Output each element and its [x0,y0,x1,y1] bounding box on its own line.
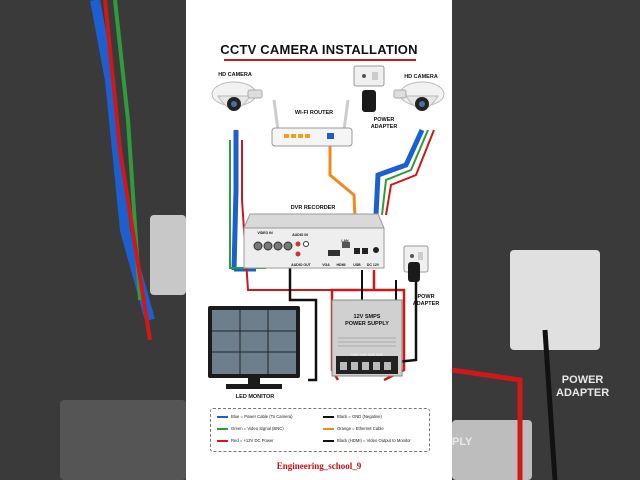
label-dc12v: DC 12V [366,263,380,267]
label-dvr: DVR RECORDER [290,205,336,211]
diagram-panel: CCTV CAMERA INSTALLATION [186,0,452,480]
smps-power-supply [331,299,403,377]
legend-text: Black (HDMI) = Video Output to Monitor [337,438,411,443]
label-hdmi: HDMI [336,263,346,267]
wiring-diagram [208,65,445,389]
label-audio-in: AUDIO IN [292,233,308,237]
legend-swatch [217,427,228,430]
label-audio-out: AUDIO OUT [291,263,311,267]
page-title: CCTV CAMERA INSTALLATION [220,42,418,57]
blue-cable-left [231,130,256,272]
legend-text: Red = +12V DC Power [231,438,274,443]
power-adapter-top [362,90,376,112]
right-background [452,0,640,480]
legend-swatch [217,415,228,418]
legend-item: Black = GND (Negative) [323,414,382,419]
label-lan: LAN [341,239,349,243]
black-hdmi-cable [288,262,318,382]
power-adapter-mid [408,262,420,282]
label-camera-left: HD CAMERA [218,72,252,78]
legend-text: Black = GND (Negative) [337,414,382,419]
wifi-router [271,99,353,147]
legend-item: Orange = Ethernet Cable [323,426,384,431]
led-monitor [208,306,300,389]
legend-swatch [323,427,334,430]
legend-text: Orange = Ethernet Cable [337,426,384,431]
label-router: WI-FI ROUTER [294,110,334,116]
legend-item: Blue = Power Cable (To Camera) [217,414,293,419]
legend: Blue = Power Cable (To Camera) Green = V… [210,408,430,452]
legend-item: Red = +12V DC Power [217,438,274,443]
side-supply-fragment: PLY [452,436,473,448]
legend-text: Blue = Power Cable (To Camera) [231,414,293,419]
dvr-recorder [243,213,385,269]
legend-item: Green = Video Signal (BNC) [217,426,284,431]
bg-wall-socket [510,250,600,350]
legend-item: Black (HDMI) = Video Output to Monitor [323,438,411,443]
label-monitor: LED MONITOR [235,394,275,400]
label-power-adapter-top: POWER ADAPTER [370,117,398,130]
red-cable-right [385,129,435,216]
legend-swatch [323,439,334,442]
label-power-adapter-mid: POWR ADAPTER [412,294,440,307]
hd-camera-left [211,81,263,111]
side-power-adapter-label: POWER ADAPTER [556,374,610,399]
title-underline [224,59,416,61]
label-camera-right: HD CAMERA [404,74,438,80]
label-video-in: VIDEO IN [257,231,273,235]
credit-watermark: Engineering_school_9 [276,461,362,471]
green-cable-right [381,129,429,216]
hd-camera-right [393,81,445,111]
legend-text: Green = Video Signal (BNC) [231,426,284,431]
legend-swatch [217,439,228,442]
blue-cable-right [373,128,425,216]
label-vga: VGA [322,263,330,267]
label-smps: 12V SMPS POWER SUPPLY [345,314,389,327]
bg-monitor-fragment [60,400,186,480]
black-adapter-cable [395,270,418,364]
label-smps-terminals: +12V +12V GND GND [351,353,383,357]
legend-swatch [323,415,334,418]
bg-dvr-fragment [150,215,186,295]
label-usb: USB [353,263,361,267]
wall-socket-top [353,65,385,87]
